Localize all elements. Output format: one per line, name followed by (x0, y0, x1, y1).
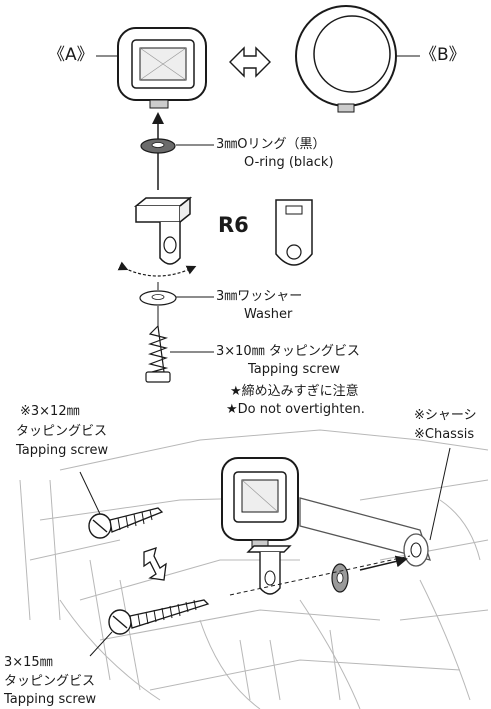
oring-label-en: O-ring (black) (244, 155, 334, 170)
light-a (117, 27, 207, 109)
screw15-label-jp: タッピングビス (4, 674, 96, 689)
screw12-label-jp: タッピングビス (16, 424, 108, 439)
mounted-bracket (246, 545, 292, 595)
chassis-arm (299, 497, 431, 567)
bidirectional-arrow-icon (143, 547, 167, 581)
chassis-label-en: ※Chassis (414, 427, 475, 442)
rotate-arrow-icon (117, 261, 197, 277)
o-ring (140, 138, 176, 154)
bracket-r6-flat (275, 199, 313, 266)
r6-label: R6 (218, 213, 249, 237)
screw-3x12 (88, 507, 164, 539)
leader-chassis (429, 447, 451, 541)
screw-3x15 (108, 599, 210, 635)
assembly-axis (229, 555, 411, 596)
note-label-en: ★Do not overtighten. (226, 402, 365, 417)
washer (139, 290, 177, 306)
screw-3x10 (145, 306, 171, 383)
bracket-r6-part (133, 196, 193, 265)
washer-label-en: Washer (244, 307, 293, 322)
washer-label-jp: 3㎜ワッシャー (216, 289, 303, 304)
screw10-label-en: Tapping screw (248, 362, 341, 377)
screw15-label-en: Tapping screw (4, 692, 97, 707)
mounted-light (221, 457, 299, 549)
screw12-label-en: Tapping screw (16, 443, 109, 458)
screw10-label-jp: 3×10㎜ タッピングビス (216, 344, 360, 359)
screw15-size-label: 3×15㎜ (4, 655, 53, 670)
note-label-jp: ★締め込みすぎに注意 (230, 384, 359, 399)
label-a: 《A》 (48, 45, 94, 65)
label-b: 《B》 (420, 45, 466, 65)
leader-screw12 (79, 471, 101, 515)
leader-screw15 (89, 631, 113, 657)
swap-arrow-icon (229, 46, 271, 78)
light-b (295, 5, 397, 113)
screw12-size-label: ※3×12㎜ (20, 404, 80, 419)
oring-label-jp: 3㎜Oリング（黒） (216, 137, 326, 152)
chassis-label-jp: ※シャーシ (414, 408, 477, 423)
insert-arrow-icon (359, 555, 408, 571)
